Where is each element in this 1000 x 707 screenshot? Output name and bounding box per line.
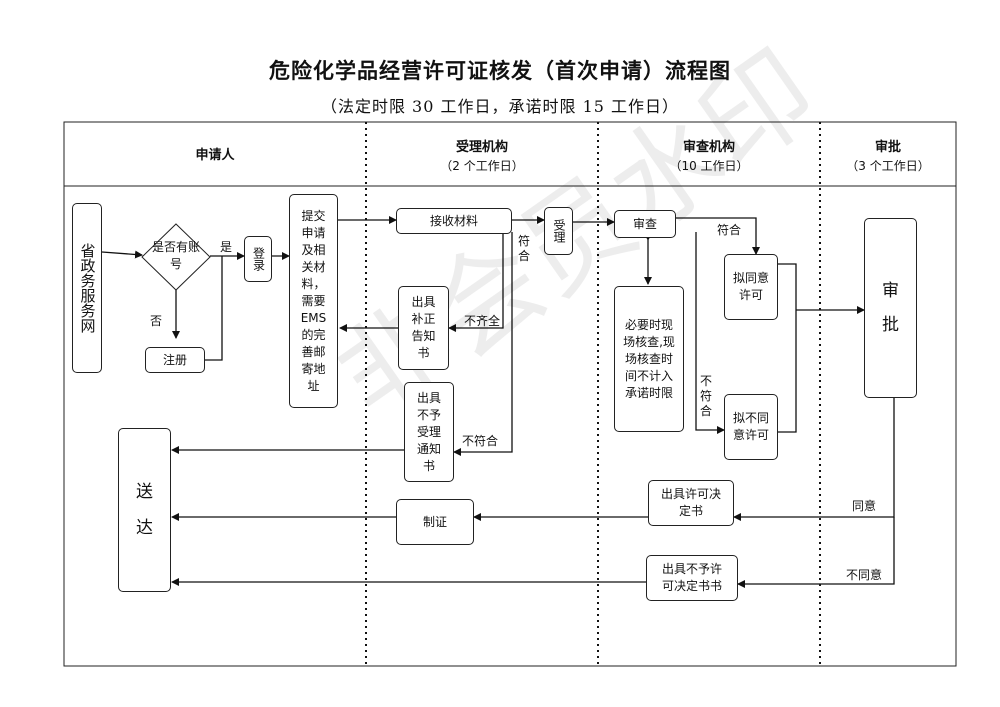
lane-title: 审批	[874, 140, 901, 155]
frame-border	[63, 121, 957, 667]
edge-label-yes: 是	[220, 240, 233, 254]
node-permit-decision: 出具许可决定书	[648, 480, 734, 526]
lane-title: 受理机构	[455, 140, 508, 155]
node-receive: 接收材料	[396, 208, 512, 234]
edge-label-conform: 符合	[717, 223, 742, 237]
node-deliver: 送 达	[118, 428, 171, 592]
node-site-check: 必要时现场核查,现场核查时间不计入承诺时限	[614, 286, 684, 432]
lane-duration: （10 工作日）	[669, 159, 749, 173]
node-review: 审查	[614, 210, 676, 238]
node-supplement: 出具补正告知书	[398, 286, 449, 370]
node-accept: 受理	[544, 207, 573, 255]
node-portal: 省政务服务网	[72, 203, 102, 373]
page-subtitle: （法定时限 30 工作日，承诺时限 15 工作日）	[320, 97, 680, 116]
node-make-cert: 制证	[396, 499, 474, 545]
node-register: 注册	[145, 347, 205, 373]
node-submit: 提交申请及相关材料，需要EMS的完善邮寄地址	[289, 194, 338, 408]
lane-title: 申请人	[195, 148, 235, 163]
lane-header-acceptance: 受理机构 （2 个工作日）	[366, 138, 598, 175]
node-login: 登录	[244, 236, 272, 282]
node-has-account-label: 是否有账号	[151, 240, 200, 271]
edge-label-not-conform: 不符合	[700, 374, 713, 418]
edge-label-not-conform: 不符合	[462, 434, 499, 448]
lane-title: 审查机构	[682, 140, 735, 155]
node-reject-notice: 出具不予受理通知书	[404, 382, 454, 482]
page-title: 危险化学品经营许可证核发（首次申请）流程图	[269, 59, 731, 83]
node-propose-reject: 拟不同意许可	[724, 394, 778, 460]
lane-duration: （2 个工作日）	[440, 159, 524, 173]
lane-duration: （3 个工作日）	[846, 159, 930, 173]
lane-header-approval: 审批 （3 个工作日）	[820, 138, 956, 175]
lane-header-applicant: 申请人	[64, 146, 366, 165]
node-deny-decision: 出具不予许可决定书书	[646, 555, 738, 601]
node-propose-approve: 拟同意许可	[724, 254, 778, 320]
lane-header-review: 审查机构 （10 工作日）	[598, 138, 820, 175]
edge-label-incomplete: 不齐全	[464, 314, 501, 328]
edge-label-conform: 符合	[518, 234, 531, 263]
edge-label-agree: 同意	[852, 499, 877, 513]
edge-label-no: 否	[150, 314, 163, 328]
node-approve: 审 批	[864, 218, 917, 398]
edge-label-disagree: 不同意	[846, 568, 883, 582]
